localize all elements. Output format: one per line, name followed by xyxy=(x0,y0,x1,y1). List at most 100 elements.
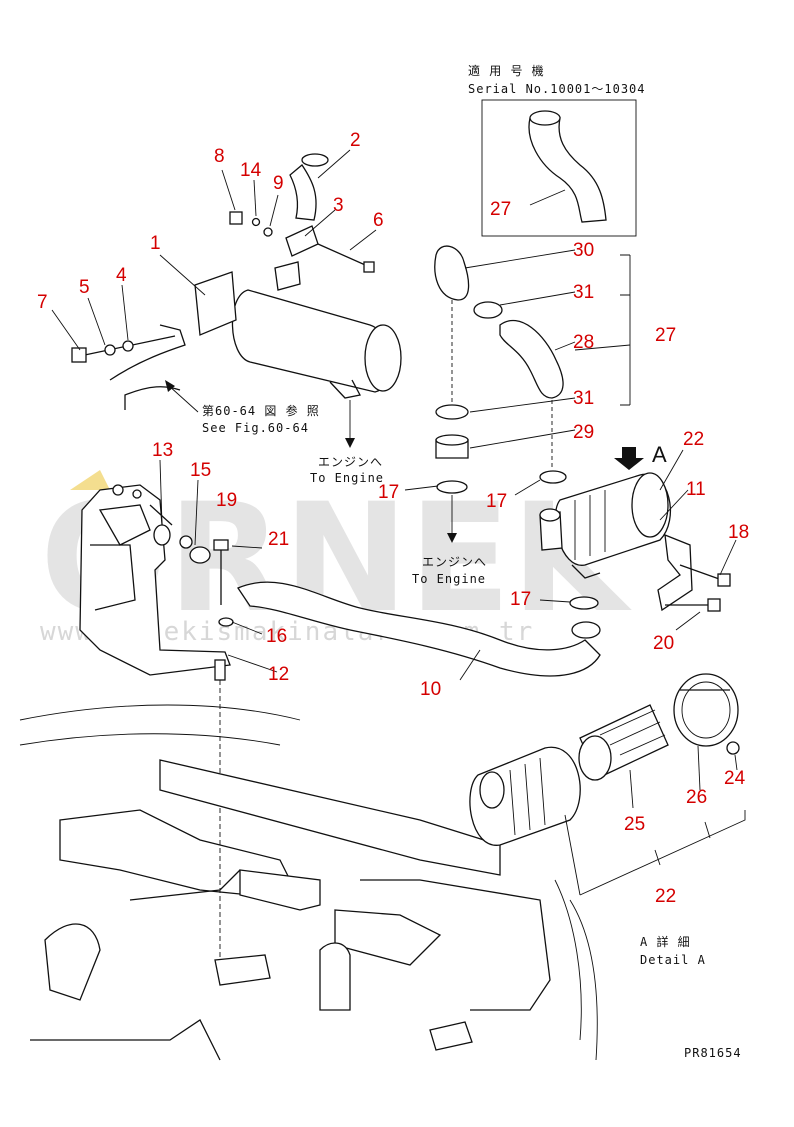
callout-17a: 17 xyxy=(378,482,399,503)
callout-19: 19 xyxy=(216,490,237,511)
bolt-13-head xyxy=(112,484,124,496)
chassis-plate-1 xyxy=(239,869,321,911)
bolt-13-shaft xyxy=(149,504,173,526)
filter-pleats xyxy=(599,709,666,756)
callout-6: 6 xyxy=(373,210,384,231)
leader-lines xyxy=(51,149,746,896)
frame-edge-lower xyxy=(124,386,181,410)
frame-plate xyxy=(79,484,231,676)
to-engine-2-arrow xyxy=(447,533,457,543)
bolt-6-head xyxy=(363,261,375,273)
chassis-plate-2 xyxy=(334,909,442,966)
callout-25: 25 xyxy=(624,814,645,835)
chassis-curve-2 xyxy=(19,733,281,746)
nut-8 xyxy=(229,211,243,225)
clamp-31-lower xyxy=(435,404,469,420)
intake-hoses xyxy=(434,245,599,610)
view-letter: A xyxy=(652,442,667,467)
bolt-6 xyxy=(317,243,373,269)
hose-10 xyxy=(237,581,601,677)
chassis-member-3 xyxy=(44,923,101,1001)
chassis-curve-4 xyxy=(569,899,598,1061)
chassis-beam xyxy=(159,759,501,876)
chassis-curve-1 xyxy=(19,704,301,721)
washer-4 xyxy=(122,340,134,352)
exhaust-pipe xyxy=(289,164,317,221)
to-engine-2-jp: エンジンへ xyxy=(422,555,487,569)
chassis-member-4 xyxy=(30,1019,221,1061)
callout-5: 5 xyxy=(79,277,90,298)
callout-11: 11 xyxy=(686,479,706,500)
frame-edge xyxy=(109,324,186,381)
muffler-group xyxy=(71,153,402,410)
frame-inner xyxy=(90,544,136,611)
muffler-end-cap xyxy=(364,324,402,392)
bolt-7-head xyxy=(71,347,87,363)
callout-14: 14 xyxy=(240,160,262,181)
callout-26: 26 xyxy=(686,787,707,808)
callout-17b: 17 xyxy=(486,491,507,512)
callout-21: 21 xyxy=(268,529,289,550)
callout-27-inset: 27 xyxy=(490,199,511,220)
callout-22-detail: 22 xyxy=(655,886,676,907)
clamp-17-a xyxy=(436,480,468,494)
watermark-accent xyxy=(70,470,110,490)
callout-15: 15 xyxy=(190,460,211,481)
to-engine-1-en: To Engine xyxy=(310,471,384,485)
hose-28 xyxy=(499,319,564,399)
air-cleaner-cap xyxy=(631,472,669,538)
callout-28: 28 xyxy=(573,332,594,353)
detail-label-jp: A 詳 細 xyxy=(640,934,691,949)
detail-cleaner-inlet xyxy=(479,771,505,809)
exhaust-clamp xyxy=(285,225,319,257)
callout-12: 12 xyxy=(268,664,289,685)
see-fig-arrowhead xyxy=(165,380,175,392)
callout-8: 8 xyxy=(214,146,225,167)
bolt-18 xyxy=(679,564,723,581)
muffler-bracket-bottom xyxy=(329,379,361,399)
callout-9: 9 xyxy=(273,173,284,194)
air-cleaner-ribs xyxy=(574,490,606,560)
hose-27-inset-end xyxy=(529,110,561,126)
detail-label-en: Detail A xyxy=(640,953,706,967)
chassis-curve-3 xyxy=(554,879,582,1041)
frame-cutout xyxy=(98,504,151,546)
callout-7: 7 xyxy=(37,292,48,313)
washer-16 xyxy=(218,617,234,627)
bolt-18-head xyxy=(717,573,731,587)
washer-15b xyxy=(179,535,193,549)
hose-27-inset xyxy=(528,117,607,223)
filter-element-end xyxy=(578,735,612,781)
stay-12-base xyxy=(214,954,271,986)
chassis-post xyxy=(319,942,351,1011)
cover-26 xyxy=(673,673,739,747)
callout-24: 24 xyxy=(724,768,746,789)
callout-31a: 31 xyxy=(573,282,594,303)
air-cleaner-inlet-end xyxy=(539,508,561,522)
grommet-19 xyxy=(189,546,211,564)
callout-4: 4 xyxy=(116,265,127,286)
muffler-bracket xyxy=(194,271,237,336)
chassis-member-2 xyxy=(360,879,551,1011)
air-cleaner-outlet xyxy=(571,564,601,579)
callout-17c: 17 xyxy=(510,589,531,610)
cover-26-inner xyxy=(681,681,731,739)
muffler-outlet xyxy=(274,261,301,291)
callout-29: 29 xyxy=(573,422,594,443)
hose-10-end xyxy=(571,621,601,639)
tube-line xyxy=(129,869,241,901)
clip-13 xyxy=(153,524,171,546)
drawing-code: PR81654 xyxy=(684,1046,742,1060)
see-fig-en: See Fig.60-64 xyxy=(202,421,309,435)
callout-20: 20 xyxy=(653,633,674,654)
chassis xyxy=(19,704,598,1061)
bolt-20-head xyxy=(707,598,721,612)
washer-15 xyxy=(132,489,142,499)
callout-1: 1 xyxy=(150,233,161,254)
bracket-11 xyxy=(657,533,693,612)
sleeve-29-top xyxy=(435,434,469,446)
to-engine-2-en: To Engine xyxy=(412,572,486,586)
chassis-block xyxy=(429,1021,473,1051)
clamp-31-upper xyxy=(473,301,503,319)
